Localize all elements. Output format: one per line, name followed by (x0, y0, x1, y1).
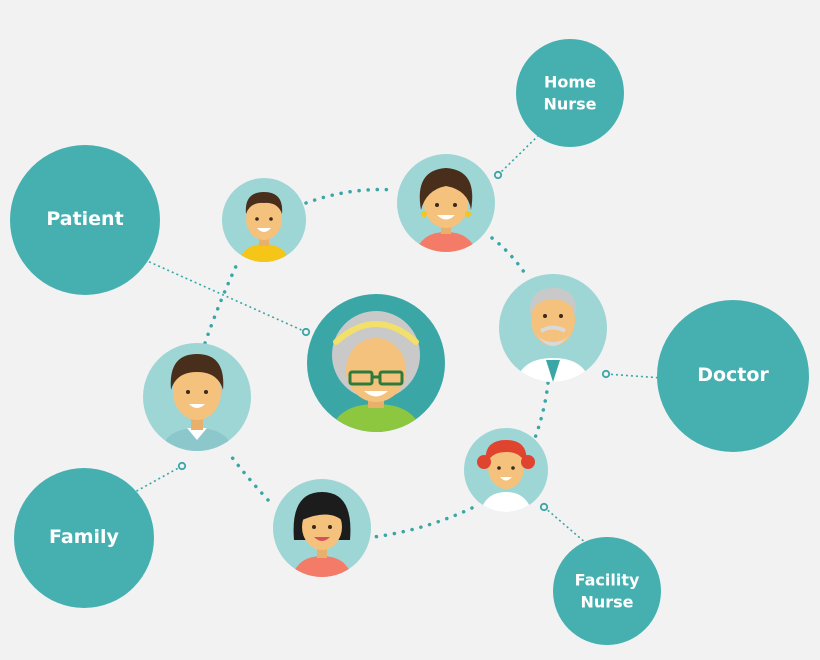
woman-avatar-icon (397, 154, 495, 252)
home-nurse-circle (516, 39, 624, 147)
role-circles (10, 39, 809, 645)
doctor-circle (657, 300, 809, 452)
elder-woman-avatar-icon (307, 294, 445, 432)
doctor-avatar-icon (499, 274, 607, 382)
connector-woman-top-to-home-nurse (497, 125, 549, 176)
connector-doctor-to-nurse (533, 381, 550, 440)
connector-nurse-to-facility-nurse (543, 506, 599, 555)
nurse-avatar-icon (464, 428, 548, 512)
facility-nurse-circle (553, 537, 661, 645)
connector-boy-to-woman-top (304, 187, 397, 205)
family-circle (14, 468, 154, 608)
connector-end-dots (177, 170, 611, 512)
woman-bottom-avatar-icon (273, 479, 371, 577)
connector-man-to-boy (203, 260, 240, 345)
connector-nurse-to-woman-bottom (372, 506, 474, 539)
connector-woman-top-to-doctor (490, 236, 526, 274)
boy-avatar-icon (222, 178, 306, 262)
avatar-ring-connectors (203, 187, 550, 539)
connector-doctor-to-doctor-role (605, 372, 683, 385)
man-avatar-icon (143, 343, 251, 451)
connector-woman-bottom-to-man (226, 450, 270, 502)
patient-circle (10, 145, 160, 295)
